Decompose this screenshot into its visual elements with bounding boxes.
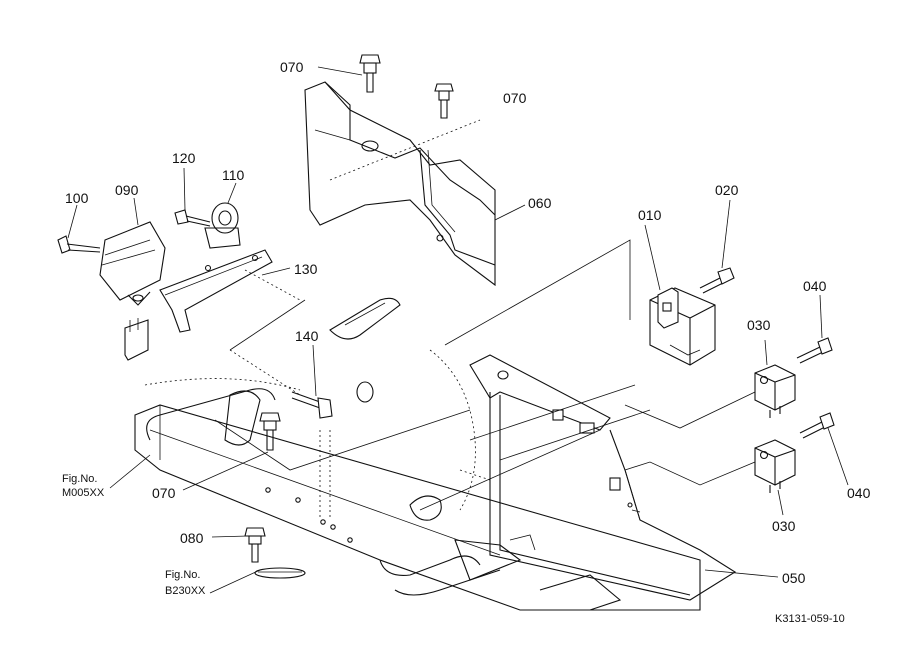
fig-ref-2-number: B230XX bbox=[165, 585, 206, 597]
bolt-020 bbox=[699, 267, 735, 294]
relay-030-upper bbox=[754, 364, 796, 418]
figure-references: Fig.No. M005XX Fig.No. B230XX bbox=[62, 473, 206, 597]
frame-chassis bbox=[134, 297, 701, 611]
label-050: 050 bbox=[782, 570, 806, 586]
bolt-070-frame bbox=[259, 412, 281, 451]
label-120: 120 bbox=[172, 150, 196, 166]
label-030-lower: 030 bbox=[772, 518, 796, 534]
label-020: 020 bbox=[715, 182, 739, 198]
bolt-140 bbox=[229, 349, 333, 419]
bolt-080 bbox=[244, 527, 306, 579]
label-010: 010 bbox=[638, 207, 662, 223]
relay-010 bbox=[649, 287, 716, 366]
relay-bracket-050 bbox=[469, 354, 737, 601]
fig-ref-1-number: M005XX bbox=[62, 487, 105, 499]
label-070-top-right: 070 bbox=[503, 90, 527, 106]
drawing-code: K3131-059-10 bbox=[775, 613, 845, 625]
part-labels: 070 070 060 120 110 100 090 130 140 010 … bbox=[65, 59, 871, 586]
bolt-040-upper bbox=[796, 337, 833, 364]
label-110: 110 bbox=[222, 167, 245, 183]
bolt-070-top-left bbox=[359, 54, 381, 93]
label-040-lower: 040 bbox=[847, 485, 871, 501]
fig-ref-1-title: Fig.No. bbox=[62, 473, 97, 485]
label-140: 140 bbox=[295, 328, 319, 344]
bolt-040-lower bbox=[799, 412, 835, 439]
label-090: 090 bbox=[115, 182, 139, 198]
cover-plate-060 bbox=[304, 81, 496, 287]
actuator-assembly bbox=[57, 202, 301, 361]
label-080: 080 bbox=[180, 530, 204, 546]
label-040-upper: 040 bbox=[803, 278, 827, 294]
label-100: 100 bbox=[65, 190, 89, 206]
leader-lines bbox=[67, 66, 849, 594]
fig-ref-2-title: Fig.No. bbox=[165, 569, 200, 581]
label-030-upper: 030 bbox=[747, 317, 771, 333]
assembly-guide-lines bbox=[214, 239, 756, 511]
label-130: 130 bbox=[294, 261, 318, 277]
bolt-070-top-right bbox=[434, 83, 454, 119]
relay-030-lower bbox=[754, 439, 796, 493]
label-060: 060 bbox=[528, 195, 552, 211]
label-070-top-left: 070 bbox=[280, 59, 304, 75]
label-070-frame: 070 bbox=[152, 485, 176, 501]
